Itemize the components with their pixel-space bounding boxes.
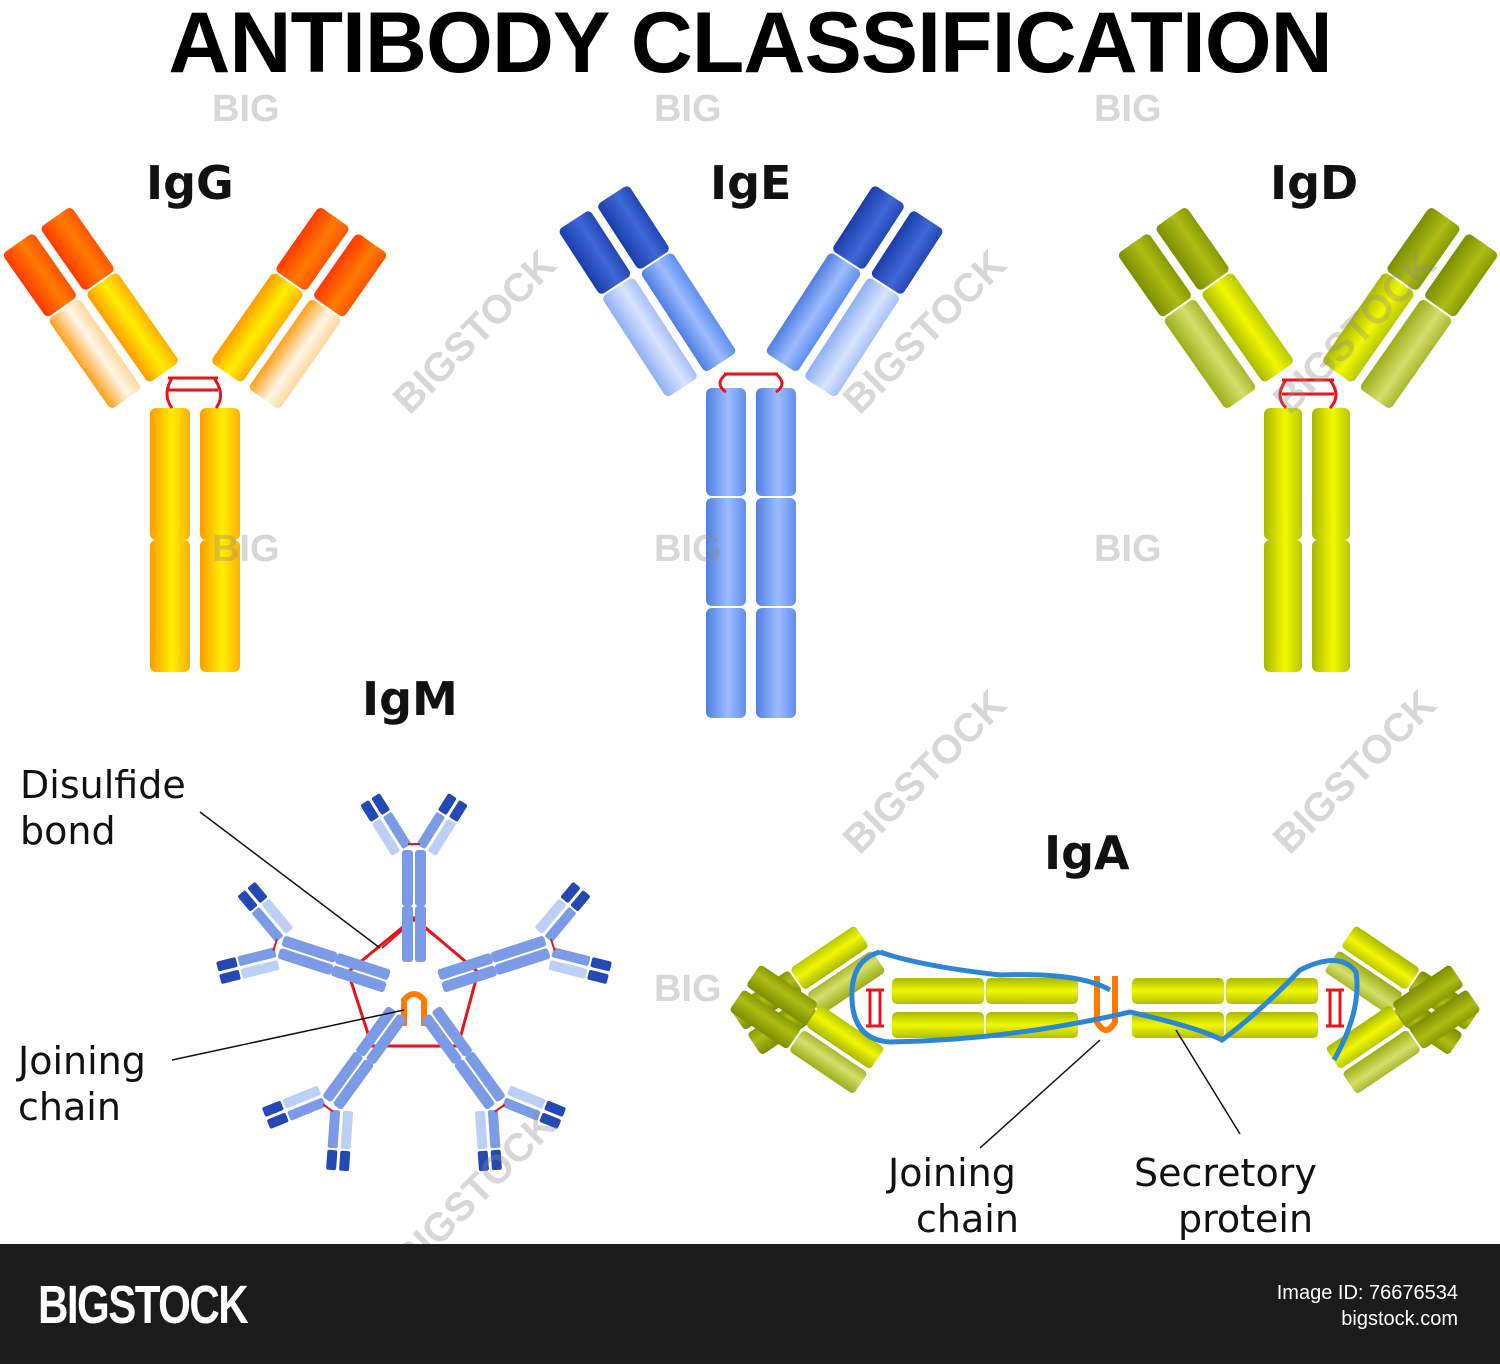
iga-right-disulfide-bond	[1326, 988, 1344, 1028]
watermark-big: BIG	[212, 528, 280, 570]
ige-disulfide-bond	[718, 372, 784, 394]
igg-heavy-chain	[200, 540, 240, 672]
igm-monomer	[216, 882, 391, 992]
igd-left-arm	[1118, 208, 1293, 408]
igg-left-arm	[3, 208, 178, 408]
callout-line: Secretory	[1134, 1151, 1317, 1195]
igd-disulfide-bond	[1278, 378, 1338, 410]
disulfide-leader-line	[199, 811, 381, 949]
igg-heavy-chain	[200, 408, 240, 540]
igg-label: IgG	[146, 156, 234, 210]
igm-monomer	[421, 1006, 566, 1172]
iga-label: IgA	[1044, 826, 1130, 880]
iga-right-lower-arm	[1326, 965, 1480, 1093]
callout-line: Joining	[18, 1039, 146, 1083]
image-id-block: Image ID: 76676534 bigstock.com	[1277, 1280, 1458, 1332]
iga-joining-leader-line	[979, 1039, 1101, 1149]
callout-line: chain	[18, 1085, 121, 1129]
ige-label: IgE	[710, 156, 792, 210]
igm-label: IgM	[362, 672, 458, 726]
ige-antibody	[559, 186, 943, 718]
igd-antibody	[1118, 208, 1498, 672]
site-link[interactable]: bigstock.com	[1341, 1308, 1458, 1330]
iga-left-lower-arm	[730, 965, 884, 1093]
iga-joining-chain	[1094, 976, 1118, 1033]
iga-dimer	[730, 926, 1480, 1149]
callout-line: chain	[916, 1197, 1019, 1241]
callout-line: Joining	[888, 1151, 1016, 1195]
igm-pentamer	[171, 793, 612, 1172]
watermark-big: BIG	[654, 88, 722, 130]
watermark-big: BIG	[212, 88, 280, 130]
igd-right-arm	[1323, 208, 1498, 408]
igg-disulfide-bond	[165, 376, 222, 409]
igd-stem	[1264, 408, 1350, 672]
callout-line: bond	[20, 809, 116, 853]
disulfide-bond-callout: Disulfide bond	[20, 762, 186, 854]
callout-line: Disulfide	[20, 763, 186, 807]
igm-monomer	[360, 793, 468, 962]
igm-monomer	[437, 882, 612, 992]
ige-stem	[706, 388, 796, 718]
callout-line: protein	[1178, 1197, 1314, 1241]
iga-left-disulfide-bond	[866, 988, 884, 1028]
igm-monomer	[262, 1006, 407, 1172]
igm-joining-chain	[401, 991, 427, 1026]
image-id: Image ID: 76676534	[1276, 1282, 1458, 1304]
watermark-big: BIG	[1094, 88, 1162, 130]
iga-secretory-protein	[849, 949, 1360, 1062]
watermark-big: BIG	[654, 528, 722, 570]
page-title: ANTIBODY CLASSIFICATION	[168, 0, 1333, 91]
bigstock-logo: BIGSTOCK	[38, 1275, 249, 1335]
igg-heavy-chain	[150, 540, 190, 672]
igg-antibody	[3, 208, 387, 672]
secretory-protein-callout: Secretory protein	[1134, 1150, 1317, 1242]
ige-right-arm	[766, 186, 943, 397]
watermark-big: BIG	[654, 968, 722, 1010]
igg-heavy-chain	[150, 408, 190, 540]
igm-joining-leader-line	[171, 1009, 405, 1061]
iga-joining-chain-callout: Joining chain	[888, 1150, 1019, 1242]
footer-bar: BIGSTOCK Image ID: 76676534 bigstock.com	[0, 1244, 1500, 1364]
igg-right-arm	[212, 208, 387, 408]
igm-joining-chain-callout: Joining chain	[18, 1038, 146, 1130]
secretory-leader-line	[1175, 1029, 1241, 1135]
ige-left-arm	[559, 186, 736, 397]
watermark-big: BIG	[1094, 528, 1162, 570]
igd-label: IgD	[1270, 156, 1359, 210]
